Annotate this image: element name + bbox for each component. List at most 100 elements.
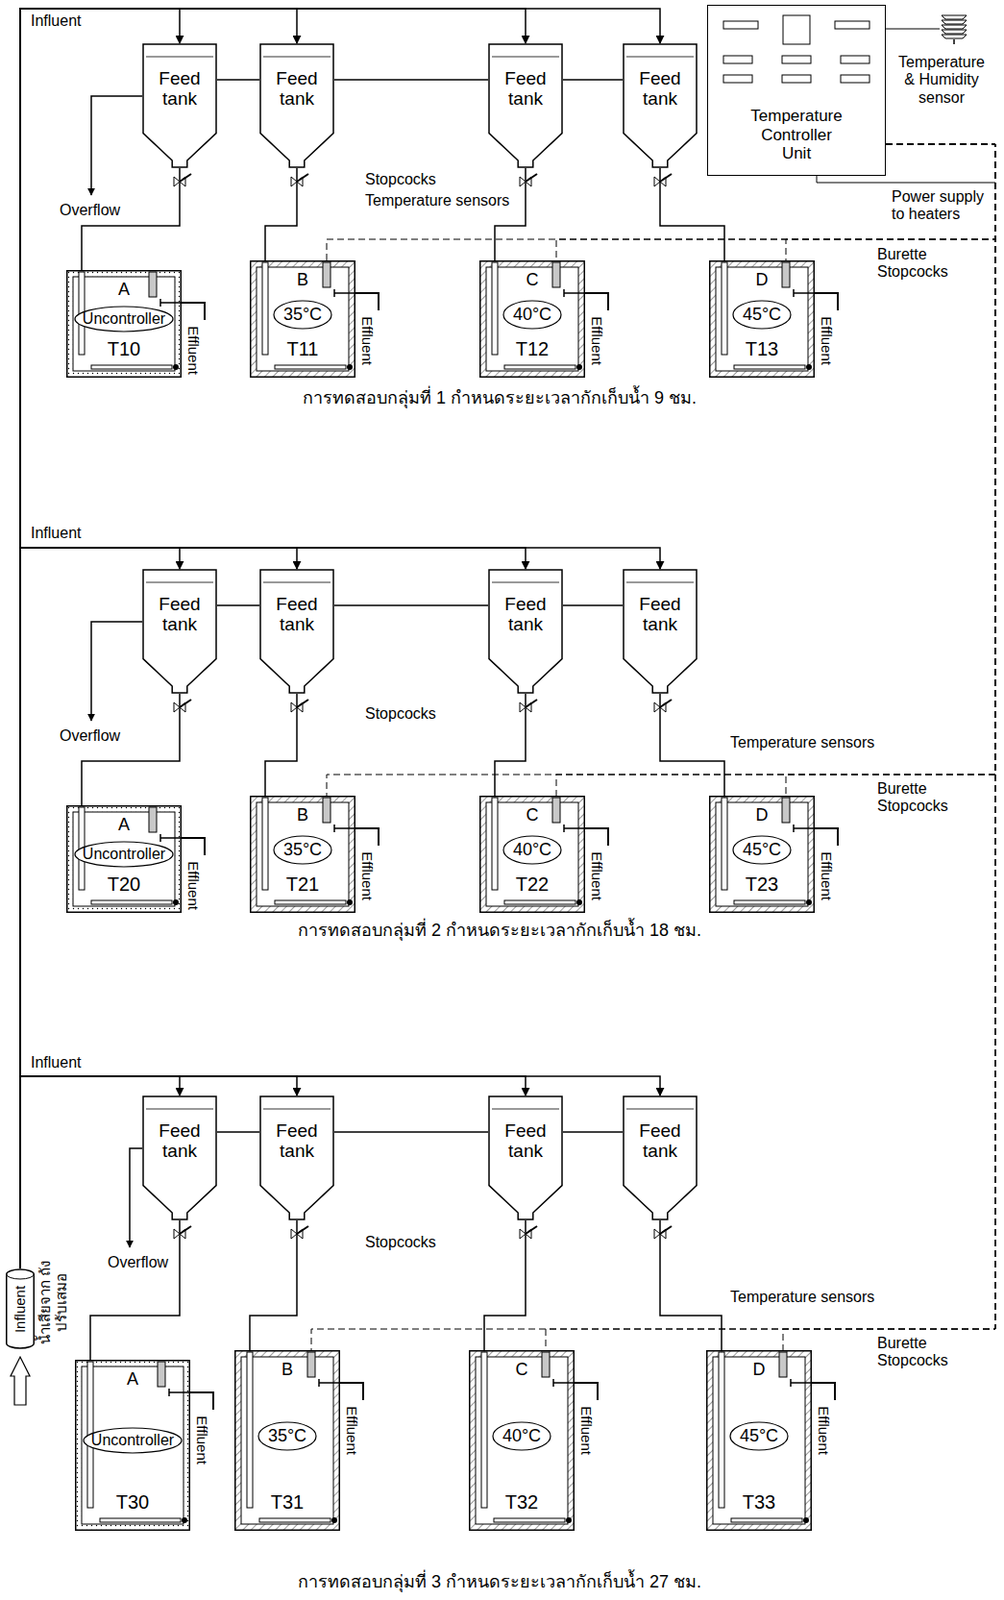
inflow-arrow <box>10 1356 30 1405</box>
heater-rod <box>731 1518 803 1522</box>
feed-pipe <box>249 1220 297 1350</box>
reactor-tank: BT1135°C <box>249 260 356 378</box>
effluent-weir <box>334 289 356 297</box>
effluent-weir <box>334 824 356 833</box>
stopcock-handle <box>660 699 672 708</box>
reactor-id: T32 <box>505 1491 539 1514</box>
heater-cable <box>545 144 996 1350</box>
reactor-tank: DT3345°C <box>706 1349 812 1531</box>
display-panel <box>723 55 753 64</box>
heater-rod <box>504 900 576 905</box>
condition-ellipse: 45°C <box>732 299 792 330</box>
pipe-label: Influent <box>30 1053 81 1072</box>
heater-rod <box>734 365 806 369</box>
influent-label: Influent <box>12 1284 29 1332</box>
label-anchor: Influent <box>30 12 81 30</box>
pipe-label: Effluent <box>358 851 375 901</box>
heater-rod <box>274 365 346 369</box>
influent-pipe <box>20 8 661 1269</box>
label-anchor: Overflow <box>59 727 121 745</box>
reactor-id: T10 <box>107 338 141 361</box>
stopcock-handle <box>660 173 672 182</box>
burette-tube <box>262 262 269 355</box>
ellipse-shape <box>503 300 562 329</box>
tank-inner <box>486 267 579 371</box>
label-anchor: การทดสอบกลุ่มที่ 3 กำหนดระยะเวลากักเก็บน… <box>297 1571 702 1592</box>
pipe-label: Effluent <box>342 1405 360 1455</box>
insulation-wall <box>75 1360 191 1531</box>
insulation-wall <box>710 796 815 913</box>
part-label: Burette Stopcocks <box>877 245 978 282</box>
feed-pipe <box>81 693 180 806</box>
label-anchor: Effluent <box>562 1421 612 1439</box>
stopcock-handle <box>179 1225 192 1234</box>
part-label: Stopcocks <box>365 171 437 189</box>
pipe-label: Effluent <box>184 860 201 910</box>
part-label: Burette Stopcocks <box>877 1334 978 1371</box>
tank-body <box>623 569 697 693</box>
display-panel <box>783 15 810 45</box>
feed-tank: Feed tank <box>622 568 698 694</box>
ellipse-shape <box>273 300 332 329</box>
heater-rod <box>259 1518 331 1522</box>
pipe-label: Effluent <box>587 316 605 366</box>
condition-label: 35°C <box>283 839 322 860</box>
effluent-pipe <box>814 293 838 311</box>
overflow-pipe <box>91 96 143 196</box>
influent-pipe <box>20 547 526 1269</box>
water-level <box>491 56 560 58</box>
cable-label: Power supply to heaters <box>891 188 992 224</box>
display-panel <box>723 74 753 83</box>
heater-plug <box>346 364 353 370</box>
pipe-label: Effluent <box>184 325 201 375</box>
effluent-weir <box>169 1388 191 1396</box>
water-level <box>146 56 214 58</box>
tank-label: Feed tank <box>265 68 329 110</box>
pipe-label: Effluent <box>817 316 834 366</box>
insulation-wall <box>235 1350 341 1531</box>
water-level <box>263 1108 331 1110</box>
pipe-label: Overflow <box>107 1253 169 1272</box>
water-level <box>491 582 560 584</box>
burette-tube <box>718 1351 725 1508</box>
insulation-wall <box>710 261 815 378</box>
tank-label: Feed tank <box>628 1120 692 1162</box>
label-anchor: Overflow <box>107 1253 169 1272</box>
influent-tank: Influent <box>5 1268 35 1349</box>
effluent-weir <box>563 824 586 833</box>
reactor-tank: CT3240°C <box>468 1349 575 1531</box>
condition-ellipse: 35°C <box>257 1420 318 1451</box>
part-label: Stopcocks <box>365 1233 437 1251</box>
tank-label: Feed tank <box>628 68 692 110</box>
label-anchor: Temperature sensors <box>730 734 875 752</box>
heater-plug <box>576 364 583 370</box>
ellipse-shape <box>83 1427 182 1453</box>
condition-label: Uncontroller <box>82 310 166 328</box>
tank-label: Feed tank <box>493 68 558 110</box>
feed-tank: Feed tank <box>488 568 564 694</box>
insulation-wall <box>67 806 182 913</box>
balance-pipe <box>563 78 623 81</box>
balance-pipe <box>334 1130 489 1133</box>
display-panel <box>723 21 759 29</box>
part-label: Temperature sensors <box>365 192 510 210</box>
display-panel <box>782 55 811 64</box>
controller-unit: Temperature Controller Unit <box>707 4 886 176</box>
heater-plug <box>806 899 812 906</box>
label-anchor: การทดสอบกลุ่มที่ 2 กำหนดระยะเวลากักเก็บน… <box>297 920 702 941</box>
stopcock-handle <box>525 1225 538 1234</box>
effluent-pipe <box>814 828 838 846</box>
feed-tank: Feed tank <box>259 1095 335 1221</box>
label-anchor: Effluent <box>802 332 852 349</box>
effluent-pipe <box>585 293 609 311</box>
group-caption: การทดสอบกลุ่มที่ 3 กำหนดระยะเวลากักเก็บน… <box>297 1571 702 1592</box>
heater-rod <box>274 900 346 905</box>
power-line <box>816 175 996 183</box>
effluent-weir <box>793 824 815 833</box>
label-anchor: Temperature & Humidity sensor <box>893 53 990 107</box>
tank-body <box>623 44 697 168</box>
reactor-letter: B <box>296 269 309 291</box>
effluent-pipe <box>355 293 379 311</box>
reactor-id: T23 <box>745 873 779 896</box>
temperature-probe <box>541 1351 550 1377</box>
